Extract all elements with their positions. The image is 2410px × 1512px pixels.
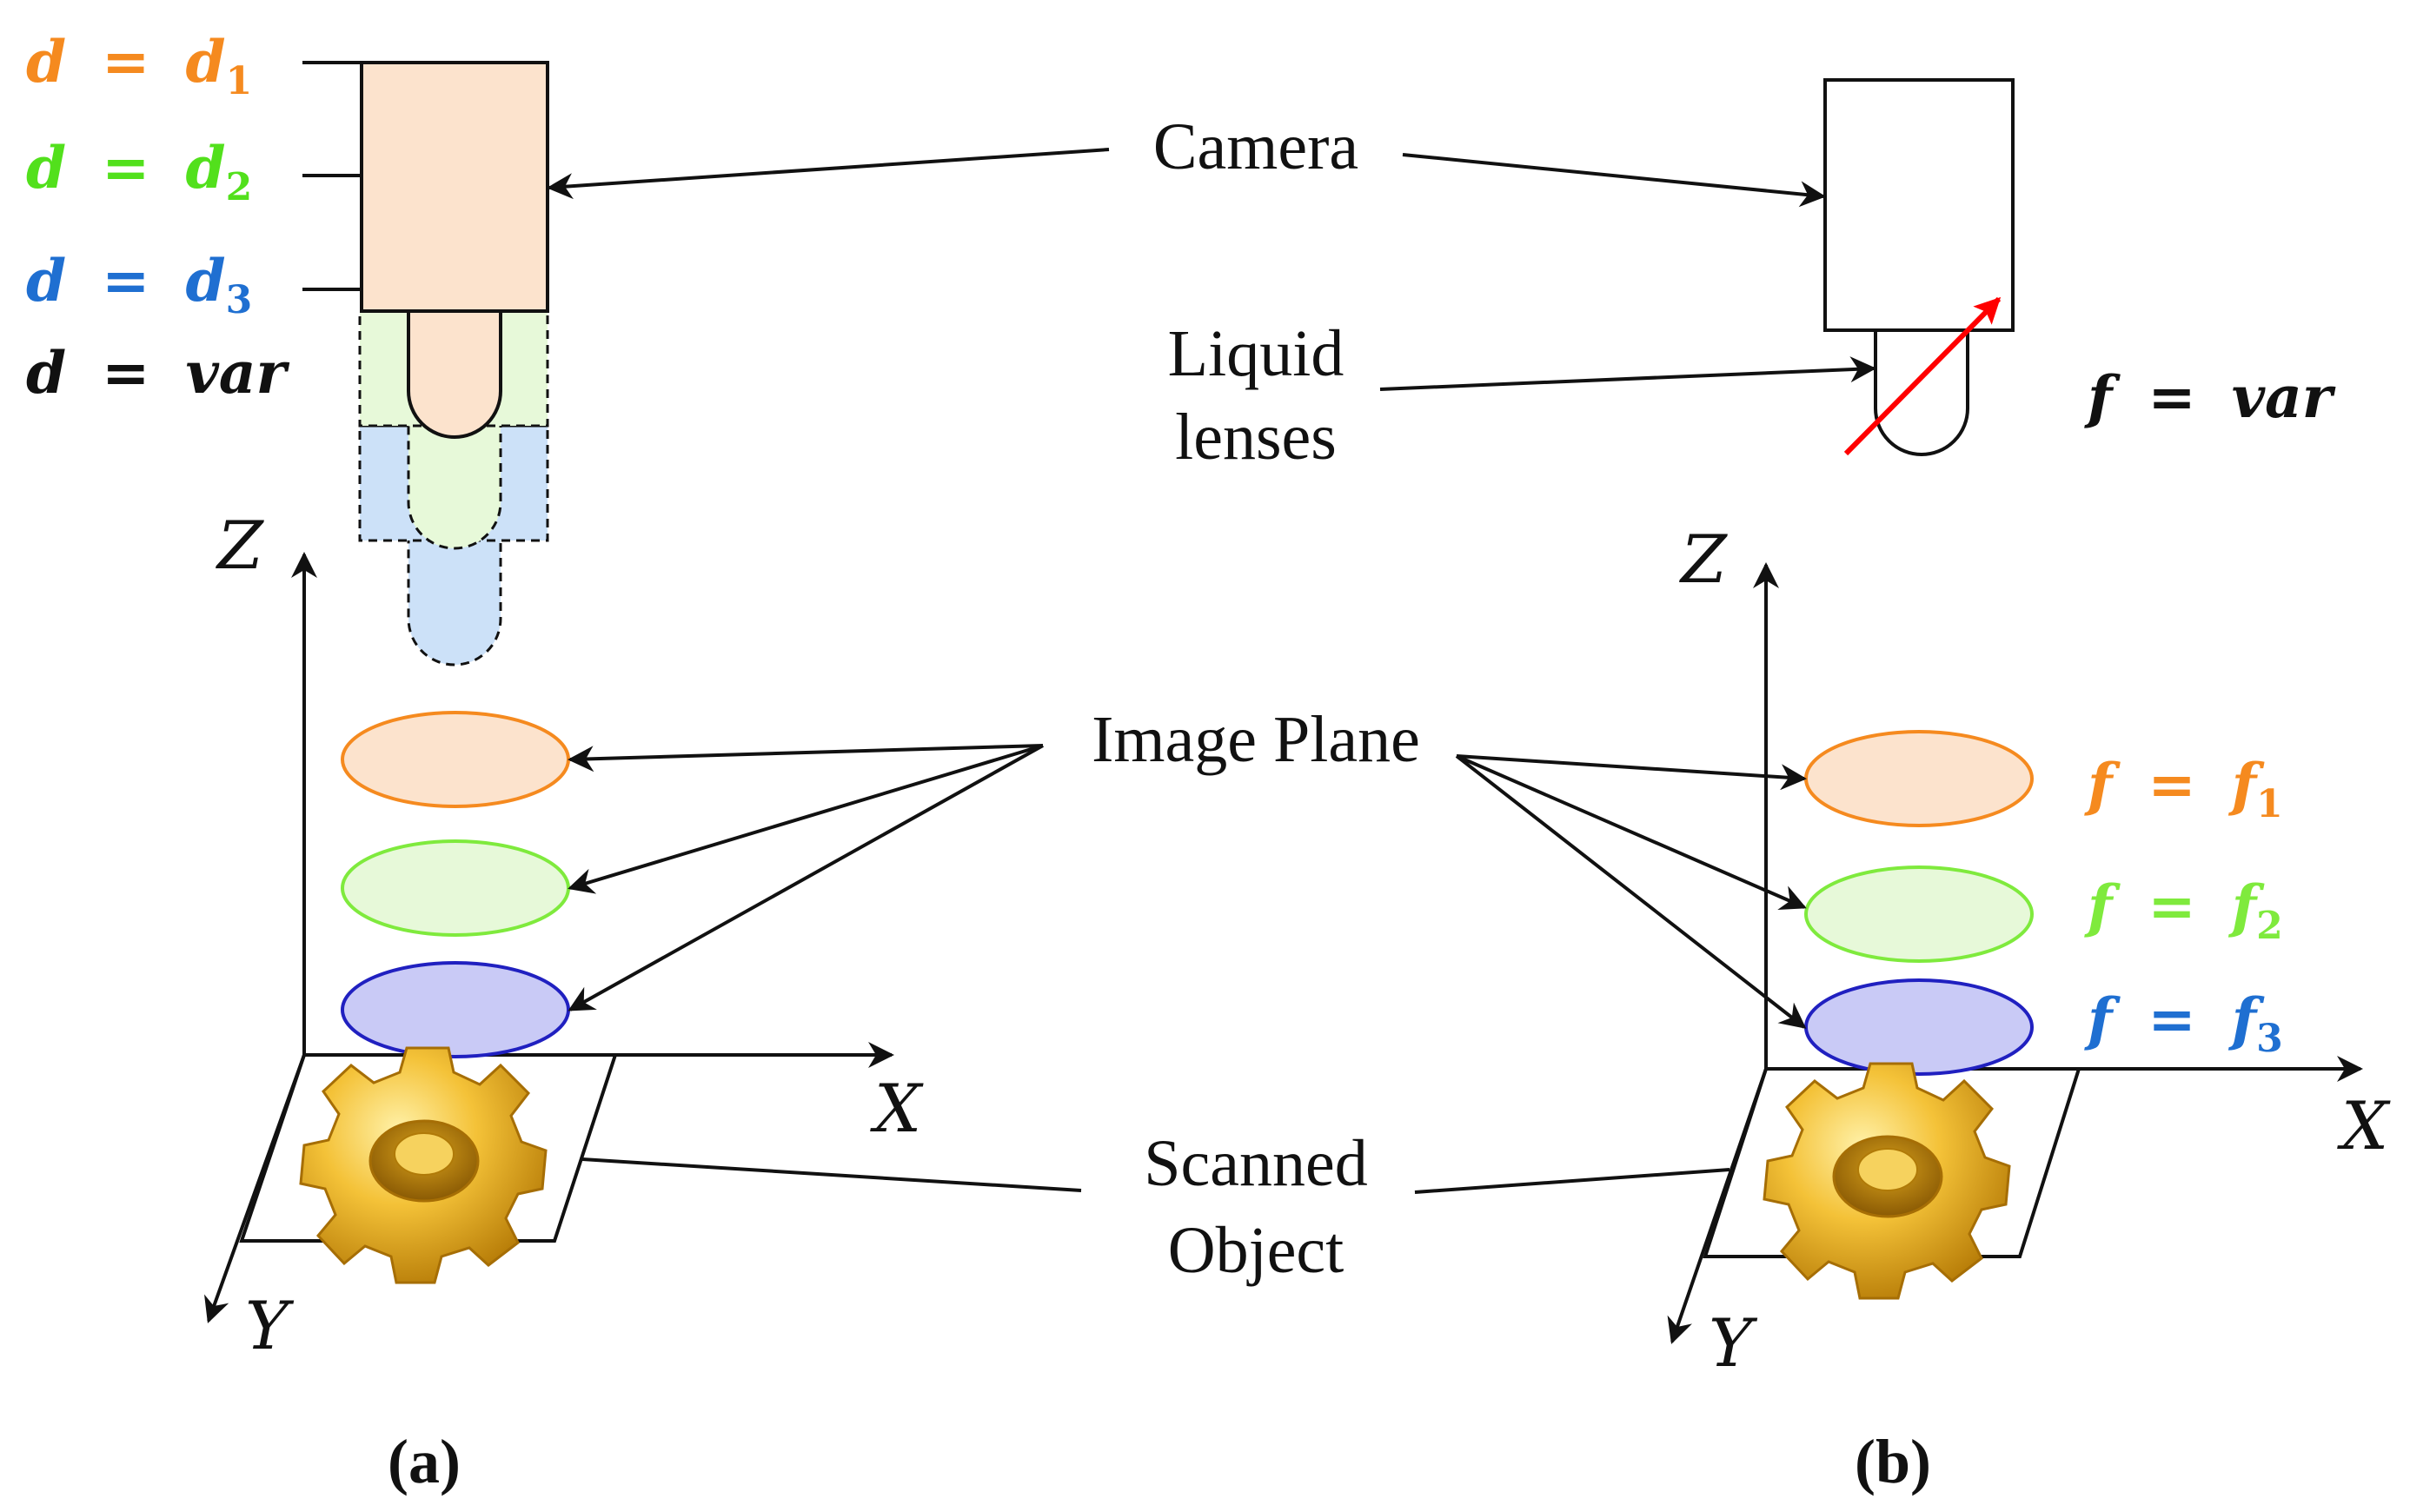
- scanned-object-label-line-1: Scanned: [1144, 1127, 1367, 1200]
- scanned-object-label-line-2: Object: [1168, 1214, 1344, 1287]
- gear-icon: [1763, 1062, 2011, 1300]
- image-plane-2-left: [341, 839, 570, 937]
- axis-label-y-right: Y: [1709, 1304, 1758, 1382]
- image-plane-3-right: [1804, 978, 2034, 1076]
- liquid-lens-right: [1874, 328, 1969, 456]
- right-equation-2: f = f2: [2084, 872, 2283, 948]
- image-plane-label: Image Plane: [1092, 703, 1420, 776]
- camera-body-position-1: [360, 61, 549, 313]
- camera-lens-position-3: [407, 530, 502, 666]
- right-equation-var: f = var: [2084, 363, 2336, 431]
- axis-label-z-left: Z: [216, 507, 264, 584]
- red-arrow-icon: [1843, 296, 2002, 456]
- liquid-lenses-label-line-1: Liquid: [1168, 317, 1344, 390]
- left-equation-2: d = d2: [26, 134, 252, 209]
- axis-label-y-left: Y: [245, 1287, 295, 1364]
- depth-tick-lines: [302, 61, 362, 291]
- axis-label-x-right: X: [2337, 1087, 2391, 1164]
- axes-left: [204, 552, 894, 1323]
- left-equation-var: d = var: [26, 339, 290, 407]
- image-plane-3-left: [341, 961, 570, 1058]
- right-equation-1: f = f1: [2084, 751, 2283, 826]
- camera-body-right: [1823, 78, 2015, 332]
- camera-lens-position-2: [407, 421, 502, 550]
- axis-label-x-left: X: [870, 1070, 924, 1147]
- leader-lines: [547, 148, 1876, 1194]
- object-plane-left: [239, 1053, 618, 1243]
- axis-label-z-right: Z: [1679, 521, 1728, 598]
- camera-label: Camera: [1153, 110, 1358, 183]
- left-equation-3: d = d3: [26, 247, 252, 322]
- axes-right: [1667, 562, 2363, 1344]
- left-equation-1: d = d1: [26, 28, 252, 103]
- image-plane-1-left: [341, 711, 570, 808]
- image-plane-2-right: [1804, 865, 2034, 963]
- gear-icon: [299, 1046, 548, 1284]
- liquid-lenses-label-line-2: lenses: [1175, 401, 1337, 474]
- panel-label-b: (b): [1855, 1427, 1931, 1496]
- image-plane-1-right: [1804, 730, 2034, 827]
- camera-lens-position-1: [407, 309, 502, 439]
- right-equation-3: f = f3: [2084, 985, 2283, 1061]
- panel-label-a: (a): [388, 1427, 461, 1496]
